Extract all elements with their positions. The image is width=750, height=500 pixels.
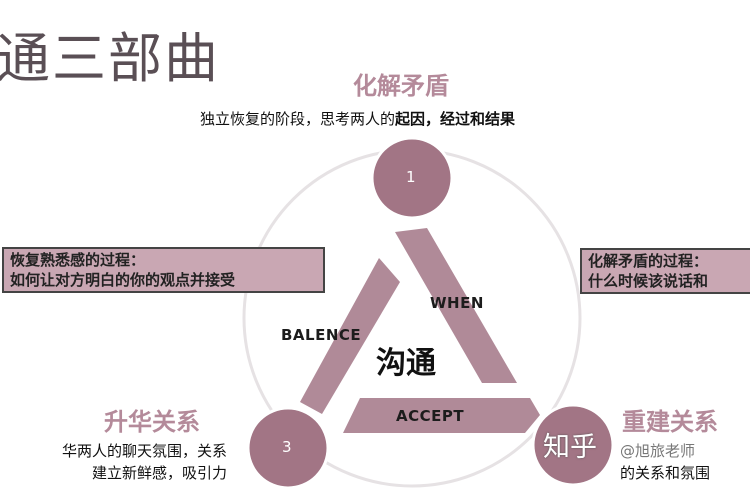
left-box-line: 如何让对方明白的你的观点并接受 bbox=[10, 271, 236, 289]
stage-3-circle bbox=[246, 406, 330, 490]
left-info-box: 恢复熟悉感的过程： 如何让对方明白的你的观点并接受 bbox=[2, 247, 325, 293]
stage-3-heading: 升华关系 bbox=[104, 408, 200, 436]
right-box-line: 什么时候该说话和 bbox=[588, 272, 709, 290]
right-bar bbox=[395, 228, 517, 383]
left-box-line: 恢复熟悉感的过程： bbox=[10, 251, 146, 269]
stage-2-heading: 重建关系 bbox=[622, 408, 718, 436]
stage-3-description: 华两人的聊天氛围，关系 建立新鲜感，吸引力 bbox=[62, 440, 227, 484]
stage-2-circle bbox=[531, 403, 615, 487]
center-label: 沟通 bbox=[376, 346, 436, 381]
stage-3-number: 3 bbox=[282, 438, 292, 456]
stage-2-desc-line: 的关系和氛围 bbox=[620, 464, 711, 482]
stage-3-desc-line: 华两人的聊天氛围，关系 bbox=[61, 442, 227, 460]
stage-1-number: 1 bbox=[406, 168, 416, 186]
stage-2-desc-line: @旭旅老师 bbox=[620, 442, 696, 460]
stage-1-description: 独立恢复的阶段，思考两人的起因，经过和结果 bbox=[200, 108, 515, 130]
right-info-box: 化解矛盾的过程： 什么时候该说话和 bbox=[580, 248, 750, 294]
edge-label-bottom: ACCEPT bbox=[396, 407, 465, 425]
zhihu-watermark: 知乎 bbox=[543, 432, 597, 463]
edge-label-right: WHEN bbox=[430, 294, 484, 312]
bottom-bar bbox=[343, 398, 540, 433]
edge-label-left: BALENCE bbox=[281, 326, 362, 344]
stage-1-heading: 化解矛盾 bbox=[353, 72, 449, 100]
stage-1-desc-bold: 起因，经过和结果 bbox=[395, 110, 516, 128]
stage-2-description: @旭旅老师 的关系和氛围 bbox=[620, 440, 710, 484]
left-bar bbox=[300, 258, 400, 414]
stage-1-desc-text: 独立恢复的阶段，思考两人的 bbox=[200, 110, 396, 128]
stage-3-desc-line: 建立新鲜感，吸引力 bbox=[91, 464, 227, 482]
stage-1-circle bbox=[370, 136, 454, 220]
right-box-line: 化解矛盾的过程： bbox=[588, 252, 709, 270]
page-title: 通三部曲 bbox=[0, 27, 220, 90]
